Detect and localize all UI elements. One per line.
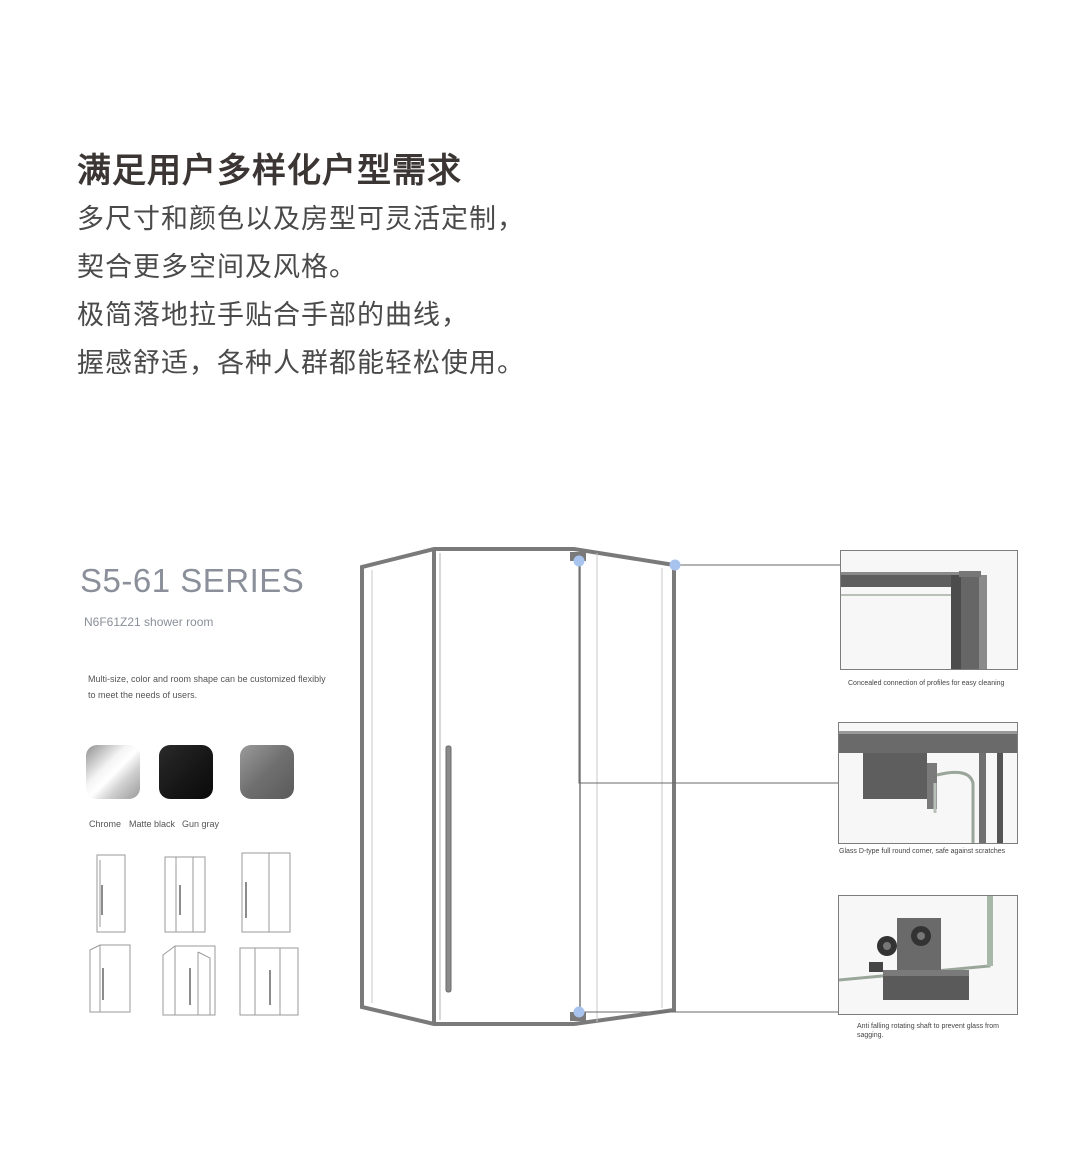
section-heading: 满足用户多样化户型需求 xyxy=(77,151,462,191)
intro-line: 握感舒适，各种人群都能轻松使用。 xyxy=(77,348,525,379)
hotspot-3 xyxy=(573,1006,585,1018)
door-handle xyxy=(445,745,452,993)
layout-thumb-1 xyxy=(96,854,126,933)
swatch-chrome[interactable] xyxy=(86,745,140,799)
intro-line: 极简落地拉手贴合手部的曲线， xyxy=(77,300,469,331)
hotspot-1 xyxy=(669,559,681,571)
swatch-gun-gray[interactable] xyxy=(240,745,294,799)
layout-thumbnails xyxy=(89,852,299,1016)
layout-thumb-5 xyxy=(162,945,216,1016)
detail-caption-1: Concealed connection of profiles for eas… xyxy=(848,680,1005,687)
layout-thumb-3 xyxy=(241,852,291,933)
detail-image-profile-corner xyxy=(840,550,1018,670)
layout-thumb-6 xyxy=(239,947,299,1016)
swatch-matte-black[interactable] xyxy=(159,745,213,799)
model-suffix: shower room xyxy=(144,615,214,629)
detail-caption-3: Anti falling rotating shaft to prevent g… xyxy=(857,1023,1000,1039)
intro-line: 多尺寸和颜色以及房型可灵活定制， xyxy=(77,204,525,235)
callout-lines xyxy=(578,562,840,1013)
series-title: S5-61 SERIES xyxy=(80,562,305,599)
swatch-label-matte-black: Matte black xyxy=(129,819,176,829)
callout-line-2 xyxy=(578,562,840,784)
swatch-label-chrome: Chrome xyxy=(89,819,122,829)
intro-line: 契合更多空间及风格。 xyxy=(77,252,357,283)
product-description: Multi-size, color and room shape can be … xyxy=(88,674,326,700)
detail-caption-2: Glass D-type full round corner, safe aga… xyxy=(839,848,1006,855)
hotspot-2 xyxy=(573,555,585,567)
intro-paragraph: 多尺寸和颜色以及房型可灵活定制， 契合更多空间及风格。 极简落地拉手贴合手部的曲… xyxy=(77,196,525,388)
swatch-label-gun-gray: Gun gray xyxy=(182,819,220,829)
layout-thumb-2 xyxy=(164,856,206,933)
model-line: N6F61Z21 shower room xyxy=(84,615,213,629)
layout-thumb-4 xyxy=(89,944,131,1013)
enclosure-outline xyxy=(360,547,676,1026)
model-code: N6F61Z21 xyxy=(84,615,141,629)
detail-image-hinge xyxy=(838,722,1018,844)
shower-enclosure xyxy=(360,547,676,1026)
detail-image-rotating-shaft xyxy=(838,895,1018,1015)
